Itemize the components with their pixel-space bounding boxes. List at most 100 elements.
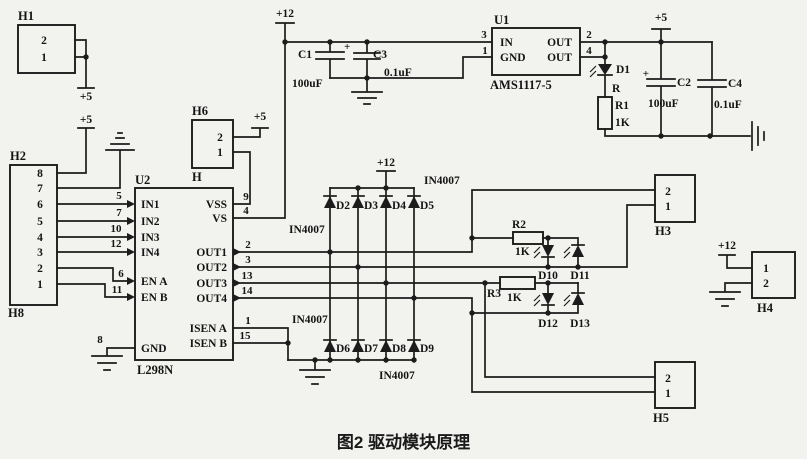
connector-h1: H1 2 1 +5 [17,9,95,103]
d3-diode-icon [351,195,365,208]
h6-vss-wire [232,151,251,205]
u2-in1-arrow-icon [127,200,135,208]
u1-in: IN [500,37,513,49]
u2-num-isena: 1 [245,315,251,327]
d1-led-arrows-icon [589,65,597,78]
d12-led-icon [533,293,555,307]
h1-wires [74,39,95,89]
u2-ena-arrow-icon [127,277,135,285]
h5-box [654,361,696,409]
c4-ref: C4 [728,78,742,90]
h2-ref: H2 [10,149,26,163]
indicator-led-section: R2 1K D10 D11 R3 1K D12 D13 [471,219,590,330]
h3-pin-1: 1 [665,201,671,213]
u2-out4: OUT4 [196,293,227,305]
u2-num-vss: 9 [243,191,249,203]
u2-out2-arrow-icon [233,263,241,271]
d6-ref: D6 [336,343,350,355]
h2-pin-5: 5 [37,216,43,228]
u2-num-in2: 7 [116,207,122,219]
connector-h3: 2 1 H3 [654,174,696,238]
r3-ref: R3 [487,288,501,300]
h1-power-label: +5 [80,91,93,103]
h2-pin-6: 6 [37,199,43,211]
h4-pin-2: 2 [763,278,769,290]
d7-ref: D7 [364,343,378,355]
h2-pin-2: 2 [37,263,43,275]
h2-alt-ref: H8 [8,306,24,320]
c3-ref: C3 [373,49,387,61]
d12-ref: D12 [538,318,558,330]
u2-in3-arrow-icon [127,233,135,241]
connector-h4: 1 2 H4 +12 [709,240,796,315]
flyback-diode-bridge: +12 D2 D3 D4 D5 D6 D7 D8 D9 IN4007 IN400… [287,157,460,385]
d2-ref: D2 [336,200,350,212]
u2-num-in1: 5 [116,190,122,202]
d4-ref: D4 [392,200,406,212]
h6-alt-ref: H [192,170,202,184]
c2-cap [646,41,676,137]
u2-isen-wires [232,327,289,361]
r3-led-wires [471,282,579,314]
out2-wire [239,204,656,268]
d9-ref: D9 [420,343,434,355]
h2-signal-wires [56,203,129,298]
u1-part: AMS1117-5 [490,78,552,92]
d11-ref: D11 [570,270,589,282]
h1-ref: H1 [18,9,34,23]
d5-ref: D5 [420,200,434,212]
r1-extra: R [612,83,621,95]
u2-out1-arrow-icon [233,248,241,256]
u2-num-in3: 10 [111,223,123,235]
d8-ref: D8 [392,343,406,355]
h2-pin-1: 1 [37,279,43,291]
d1-leads [597,74,613,98]
d9-diode-icon [407,339,421,352]
u2-in2: IN2 [141,216,160,228]
d1-ref: D1 [616,64,630,76]
u2-in4-arrow-icon [127,248,135,256]
u2-num-enb: 11 [112,284,122,296]
d13-led-icon [563,292,585,307]
u1-gnd: GND [500,52,526,64]
d2-diode-icon [323,195,337,208]
c2-polarity: + [643,68,649,80]
in4007-label-top: IN4007 [424,175,460,187]
c3-cap [353,41,381,79]
c2-ref: C2 [677,77,691,89]
h2-power-label: +5 [80,114,93,126]
h2-p7-ground [56,132,135,189]
h6-pin-2: 2 [217,132,223,144]
p12-mid-label: +12 [377,157,395,169]
h3-pin-2: 2 [665,186,671,198]
h2-pin-3: 3 [37,247,43,259]
c1-val: 100uF [292,78,323,90]
d10-ref: D10 [538,270,558,282]
d1-diode-icon [598,64,612,75]
d8-diode-icon [379,339,393,352]
r2-val: 1K [515,246,530,258]
connector-h2: H2 H8 8 7 6 5 4 3 2 1 +5 [8,114,135,320]
motor-output-wires [239,189,656,393]
u2-out4-arrow-icon [233,294,241,302]
out1-wire [239,189,656,253]
u2-vss: VSS [206,199,227,211]
u1-out-wires [579,41,713,65]
diode-columns [329,187,415,361]
in4007-label-bottom: IN4007 [379,370,415,382]
p12-mid-stub [376,170,396,189]
u2-num-out3: 13 [242,270,254,282]
h5-pin-1: 1 [665,388,671,400]
figure-caption: 图2 驱动模块原理 [336,433,471,452]
p5-out-label: +5 [655,12,668,24]
u2-num-ena: 6 [118,268,124,280]
u2-out2: OUT2 [196,262,227,274]
c2-val: 100uF [648,98,679,110]
p12-vs-wire [232,22,295,219]
r2-resistor [512,231,544,245]
c1-ref: C1 [298,49,312,61]
u2-in3: IN3 [141,232,160,244]
r3-resistor [499,276,536,290]
u2-gnd-wire [91,347,136,371]
